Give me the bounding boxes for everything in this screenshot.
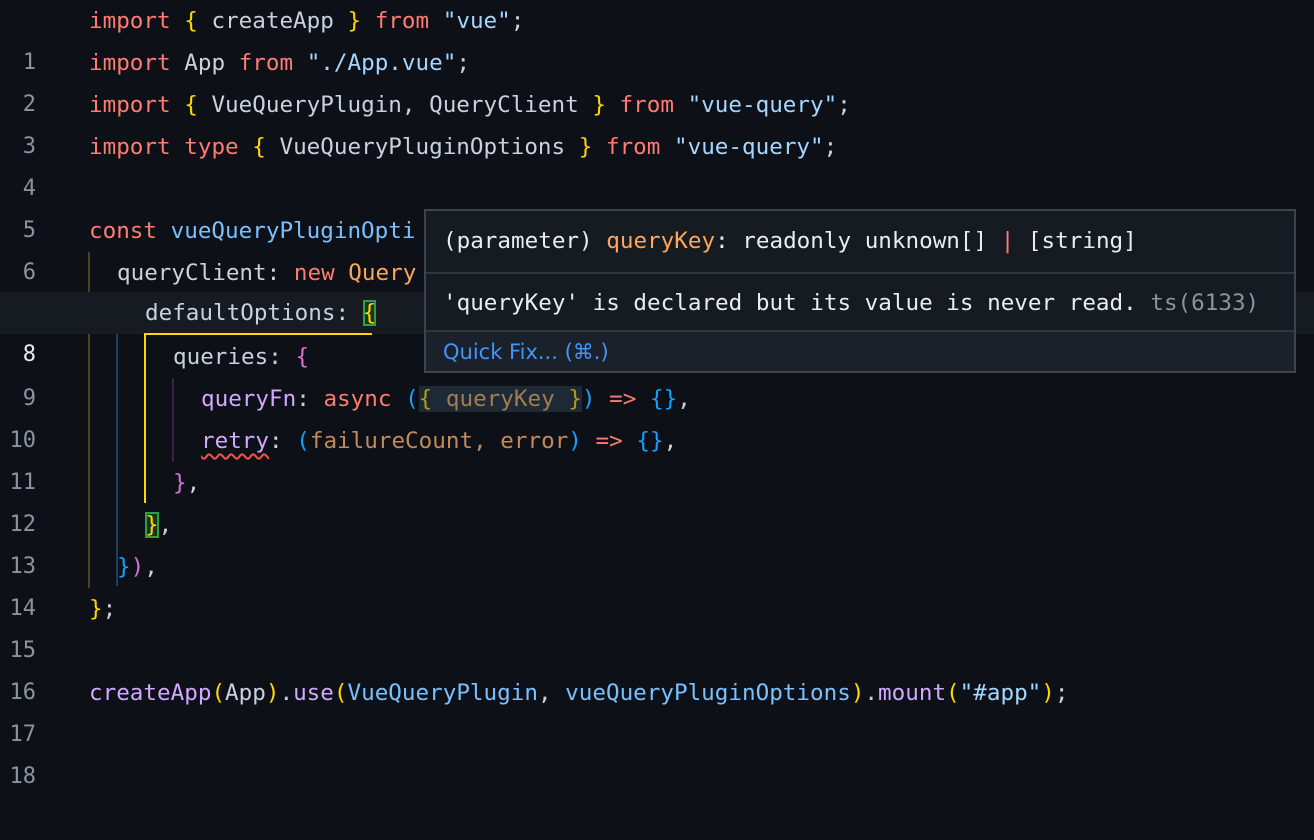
code-line-17[interactable]: 17 createApp(App).use(VueQueryPlugin, vu… — [0, 672, 1314, 747]
code-text: }, — [173, 470, 201, 496]
code-text: retry: (failureCount, error) => {}, — [201, 428, 678, 454]
bracket-scope-line — [144, 333, 372, 335]
indent-guide — [88, 252, 90, 588]
line-number: 8 — [22, 342, 36, 367]
line-number: 2 — [22, 92, 36, 117]
indent-guide — [172, 378, 174, 462]
line-number: 5 — [22, 218, 36, 243]
hover-diagnostic: 'queryKey' is declared but its value is … — [426, 272, 1294, 330]
bracket-scope-line — [144, 333, 146, 503]
code-line-1[interactable]: 1 import { createApp } from "vue"; — [0, 0, 1314, 75]
code-text: queries: { — [173, 344, 310, 370]
code-line-5[interactable]: 5 — [0, 168, 1314, 243]
code-text: queryClient: new Query — [117, 260, 417, 286]
code-line-10[interactable]: 10 queryFn: async ({ queryKey }) => {}, — [0, 378, 1314, 453]
code-text: import { createApp } from "vue"; — [89, 8, 525, 34]
line-number: 14 — [9, 596, 37, 621]
line-number: 17 — [9, 722, 37, 747]
hovered-parameter[interactable]: { queryKey } — [418, 386, 582, 412]
hover-signature: (parameter) queryKey: readonly unknown[]… — [443, 228, 1137, 254]
line-number: 6 — [22, 260, 36, 285]
code-line-13[interactable]: 13 }, — [0, 504, 1314, 579]
code-line-2[interactable]: 2 import App from "./App.vue"; — [0, 42, 1314, 117]
code-text: import { VueQueryPlugin, QueryClient } f… — [89, 92, 851, 118]
indent-guide-active — [116, 294, 118, 586]
code-text: createApp(App).use(VueQueryPlugin, vueQu… — [89, 680, 1069, 706]
line-number: 1 — [22, 50, 36, 75]
code-line-15[interactable]: 15 }; — [0, 588, 1314, 663]
line-number: 9 — [22, 386, 36, 411]
code-line-6[interactable]: 6 const vueQueryPluginOpti — [0, 210, 1314, 285]
line-number: 13 — [9, 554, 37, 579]
line-number: 4 — [22, 176, 36, 201]
code-line-9[interactable]: 9 queries: { — [0, 336, 1314, 411]
code-line-16[interactable]: 16 — [0, 630, 1314, 705]
quick-fix-link[interactable]: Quick Fix... (⌘.) — [443, 340, 609, 364]
code-line-12[interactable]: 12 }, — [0, 462, 1314, 537]
code-text: const vueQueryPluginOpti — [89, 218, 416, 244]
hover-actions: Quick Fix... (⌘.) — [426, 330, 1294, 371]
error-squiggle: retry — [201, 428, 270, 454]
bracket-match-close: } — [145, 512, 159, 538]
hover-tooltip: (parameter) queryKey: readonly unknown[]… — [424, 209, 1296, 373]
line-number: 15 — [9, 638, 37, 663]
code-text: }, — [145, 512, 173, 538]
line-number: 3 — [22, 134, 36, 159]
diagnostic-code: ts(6133) — [1150, 290, 1260, 316]
code-editor[interactable]: 1 import { createApp } from "vue"; 2 imp… — [0, 0, 1314, 789]
line-number: 16 — [9, 680, 37, 705]
code-line-4[interactable]: 4 import type { VueQueryPluginOptions } … — [0, 126, 1314, 201]
code-text: }), — [117, 554, 158, 580]
code-text: queryFn: async ({ queryKey }) => {}, — [201, 386, 691, 412]
code-line-18[interactable]: 18 — [0, 714, 1314, 789]
line-number: 18 — [9, 764, 37, 789]
line-number: 10 — [9, 428, 37, 453]
bracket-match-open: { — [362, 300, 377, 326]
code-text: import App from "./App.vue"; — [89, 50, 470, 76]
code-line-3[interactable]: 3 import { VueQueryPlugin, QueryClient }… — [0, 84, 1314, 159]
line-number: 12 — [9, 512, 37, 537]
line-number: 11 — [9, 470, 37, 495]
code-line-14[interactable]: 14 }), — [0, 546, 1314, 621]
code-text: }; — [89, 596, 117, 622]
code-text: import type { VueQueryPluginOptions } fr… — [89, 134, 838, 160]
code-line-11[interactable]: 11 retry: (failureCount, error) => {}, — [0, 420, 1314, 495]
code-text: defaultOptions: { — [145, 300, 377, 326]
